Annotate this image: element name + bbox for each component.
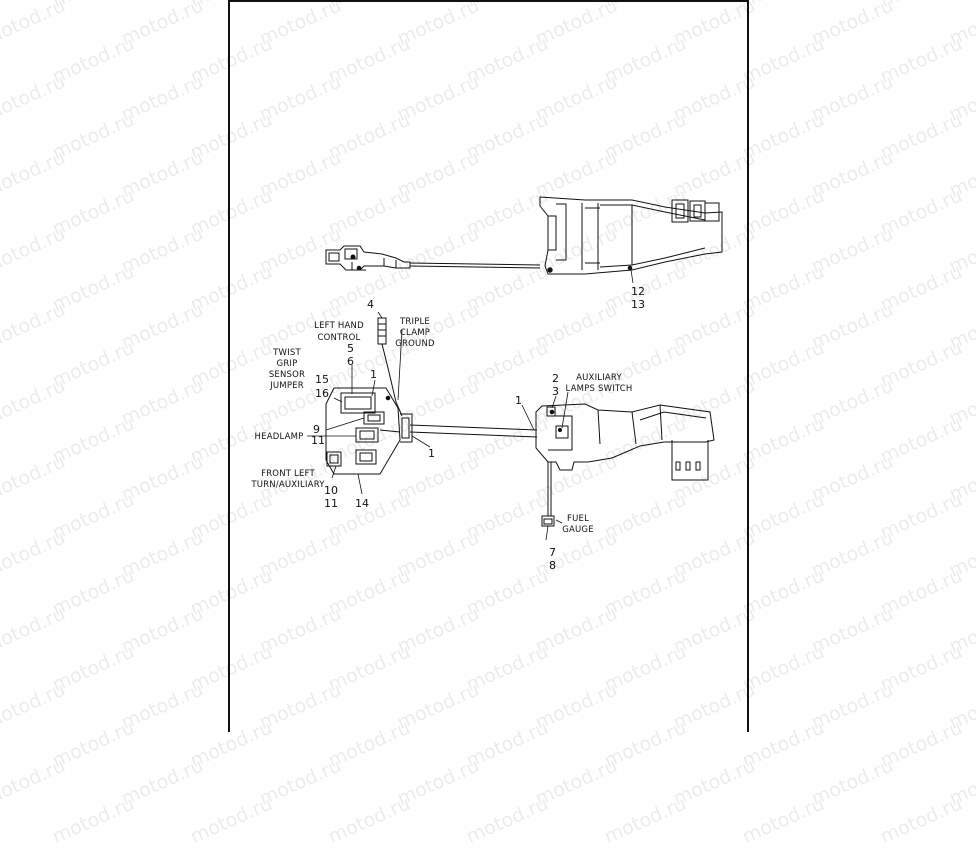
- callout-1-right: 1: [428, 447, 435, 460]
- callout-14: 14: [355, 497, 369, 510]
- wiring-diagram: 12 13 4 5 6 15 16 1 9 11 1 10 11 14 1 2 …: [250, 196, 723, 572]
- callout-13: 13: [631, 298, 645, 311]
- svg-text:CONTROL: CONTROL: [318, 333, 361, 343]
- svg-text:GRIP: GRIP: [277, 359, 298, 369]
- callout-16: 16: [315, 387, 329, 400]
- svg-text:SENSOR: SENSOR: [269, 370, 305, 380]
- upper-harness: [409, 196, 723, 275]
- callout-6: 6: [347, 355, 354, 368]
- callout-8: 8: [549, 559, 556, 572]
- callout-1-upper: 1: [370, 368, 377, 381]
- watermark-text: motod.ru: [670, 754, 759, 811]
- watermark-text: motod.ru: [49, 792, 138, 848]
- watermark-text: motod.ru: [463, 792, 552, 848]
- watermark-text: motod.ru: [118, 754, 207, 811]
- callout-5: 5: [347, 342, 354, 355]
- label-left-hand-control: LEFT HAND CONTROL: [314, 321, 364, 343]
- callout-9: 9: [313, 423, 320, 436]
- callout-7: 7: [549, 546, 556, 559]
- watermark-text: motod.ru: [187, 792, 276, 848]
- svg-text:FUEL: FUEL: [567, 514, 589, 524]
- leader-lines: [307, 269, 634, 541]
- callout-11-lower: 11: [324, 497, 338, 510]
- watermark-text: motod.ru: [0, 754, 69, 811]
- callout-numbers: 12 13 4 5 6 15 16 1 9 11 1 10 11 14 1 2 …: [311, 285, 645, 572]
- component-labels: TRIPLE CLAMP GROUND LEFT HAND CONTROL TW…: [250, 317, 632, 535]
- label-triple-clamp-ground: TRIPLE CLAMP GROUND: [395, 317, 435, 349]
- label-twist-grip-sensor-jumper: TWIST GRIP SENSOR JUMPER: [269, 348, 305, 391]
- svg-text:GAUGE: GAUGE: [562, 525, 594, 535]
- callout-3: 3: [552, 385, 559, 398]
- upper-left-bracket: [325, 245, 411, 271]
- watermark-text: motod.ru: [256, 754, 345, 811]
- svg-text:LAMPS SWITCH: LAMPS SWITCH: [565, 384, 632, 394]
- label-front-left-turn-auxiliary: FRONT LEFT TURN/AUXILIARY: [250, 469, 325, 490]
- left-hand-control-housing: [325, 387, 413, 475]
- svg-text:CLAMP: CLAMP: [400, 328, 430, 338]
- callout-1-harness: 1: [515, 394, 522, 407]
- watermark-text: motod.ru: [877, 792, 966, 848]
- watermark-text: motod.ru: [532, 754, 621, 811]
- triple-clamp-ground-terminal: [377, 317, 403, 417]
- callout-4: 4: [367, 298, 374, 311]
- svg-text:HEADLAMP: HEADLAMP: [255, 432, 304, 442]
- label-fuel-gauge: FUEL GAUGE: [562, 514, 594, 535]
- watermark-text: motod.ru: [601, 792, 690, 848]
- svg-text:TWIST: TWIST: [272, 348, 301, 358]
- callout-10: 10: [324, 484, 338, 497]
- watermark-text: motod.ru: [946, 754, 976, 811]
- watermark-text: motod.ru: [808, 754, 897, 811]
- callout-2: 2: [552, 372, 559, 385]
- svg-text:AUXILIARY: AUXILIARY: [576, 373, 622, 383]
- callout-11-upper: 11: [311, 434, 325, 447]
- svg-text:TURN/AUXILIARY: TURN/AUXILIARY: [250, 480, 325, 490]
- svg-text:TRIPLE: TRIPLE: [399, 317, 430, 327]
- watermark-text: motod.ru: [394, 754, 483, 811]
- callout-12: 12: [631, 285, 645, 298]
- watermark-text: motod.ru: [325, 792, 414, 848]
- svg-text:GROUND: GROUND: [395, 339, 435, 349]
- lower-harness: [409, 403, 715, 527]
- watermark-text: motod.ru: [739, 792, 828, 848]
- svg-text:FRONT LEFT: FRONT LEFT: [261, 469, 315, 479]
- drawing-frame: [228, 0, 749, 732]
- label-headlamp: HEADLAMP: [255, 432, 304, 442]
- svg-text:JUMPER: JUMPER: [269, 381, 304, 391]
- callout-15: 15: [315, 373, 329, 386]
- label-auxiliary-lamps-switch: AUXILIARY LAMPS SWITCH: [565, 373, 632, 394]
- svg-text:LEFT HAND: LEFT HAND: [314, 321, 364, 331]
